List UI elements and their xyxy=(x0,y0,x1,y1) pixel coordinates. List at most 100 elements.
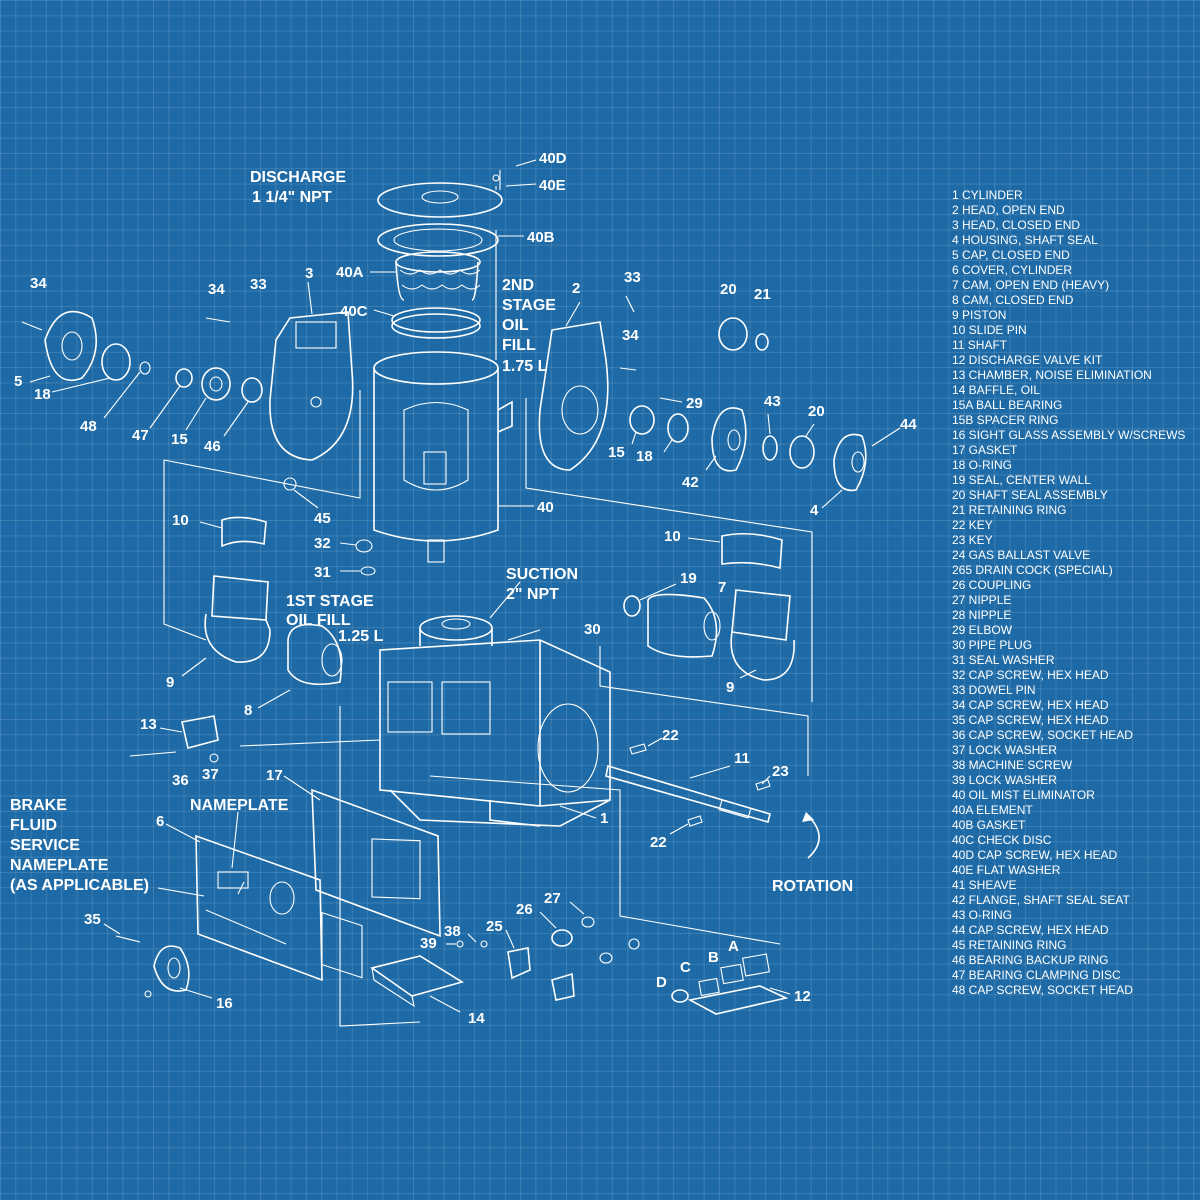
legend-item: 4 HOUSING, SHAFT SEAL xyxy=(952,233,1098,247)
legend-item: 27 NIPPLE xyxy=(952,593,1012,607)
callout-33-left: 33 xyxy=(250,276,267,293)
callout-8: 8 xyxy=(244,702,252,719)
callout-valve-b: B xyxy=(708,949,719,966)
callout-34-left: 34 xyxy=(30,275,47,292)
second-stage-label-2: STAGE xyxy=(502,297,556,314)
legend-item: 40C CHECK DISC xyxy=(952,833,1052,847)
legend-item: 48 CAP SCREW, SOCKET HEAD xyxy=(952,983,1133,997)
legend-item: 30 PIPE PLUG xyxy=(952,638,1033,652)
legend-item: 43 O-RING xyxy=(952,908,1013,922)
legend-item: 34 CAP SCREW, HEX HEAD xyxy=(952,698,1109,712)
callout-1: 1 xyxy=(600,810,608,827)
callout-36: 36 xyxy=(172,772,189,789)
rotation-label: ROTATION xyxy=(772,878,853,895)
callout-10-left: 10 xyxy=(172,512,189,529)
legend-item: 5 CAP, CLOSED END xyxy=(952,248,1070,262)
callout-20-lower: 20 xyxy=(808,403,825,420)
legend-item: 23 KEY xyxy=(952,533,993,547)
callout-33-right: 33 xyxy=(624,269,641,286)
first-stage-label-2: OIL FILL xyxy=(286,612,351,629)
discharge-label: DISCHARGE xyxy=(250,169,346,186)
legend-item: 10 SLIDE PIN xyxy=(952,323,1027,337)
pistons-and-cams-drawing xyxy=(129,477,795,763)
callout-valve-d: D xyxy=(656,974,667,991)
callout-10-right: 10 xyxy=(664,528,681,545)
callout-valve-a: A xyxy=(728,938,739,955)
callout-43: 43 xyxy=(764,393,781,410)
open-end-head-drawing xyxy=(538,295,867,492)
second-stage-label-3: OIL xyxy=(502,317,529,334)
brake-label-3: SERVICE xyxy=(10,837,80,854)
brake-label-2: FLUID xyxy=(10,817,57,834)
annotation-labels: DISCHARGE 1 1/4" NPT 2ND STAGE OIL FILL … xyxy=(10,169,853,895)
legend-item: 37 LOCK WASHER xyxy=(952,743,1057,757)
callout-40e: 40E xyxy=(539,177,566,194)
legend-item: 24 GAS BALLAST VALVE xyxy=(952,548,1091,562)
callout-17: 17 xyxy=(266,767,283,784)
part-callouts: 40D 40E 40B 40A 40C 40 34 5 18 48 47 15 … xyxy=(14,150,917,1027)
callout-6: 6 xyxy=(156,813,164,830)
legend-item: 26 COUPLING xyxy=(952,578,1032,592)
callout-16: 16 xyxy=(216,995,233,1012)
legend-item: 36 CAP SCREW, SOCKET HEAD xyxy=(952,728,1133,742)
legend-item: 38 MACHINE SCREW xyxy=(952,758,1073,772)
callout-18-right: 18 xyxy=(636,448,653,465)
legend-item: 2 HEAD, OPEN END xyxy=(952,203,1065,217)
legend-item: 21 RETAINING RING xyxy=(952,503,1067,517)
legend-item: 33 DOWEL PIN xyxy=(952,683,1036,697)
callout-11: 11 xyxy=(734,750,750,767)
leader-lines xyxy=(29,159,901,1027)
callout-34-mid: 34 xyxy=(208,281,225,298)
suction-label: SUCTION xyxy=(506,566,578,583)
legend-item: 44 CAP SCREW, HEX HEAD xyxy=(952,923,1109,937)
callout-14: 14 xyxy=(468,1010,485,1027)
second-stage-label-4: FILL xyxy=(502,337,536,354)
legend-item: 22 KEY xyxy=(952,518,993,532)
legend-item: 40B GASKET xyxy=(952,818,1026,832)
callout-39: 39 xyxy=(420,935,437,952)
legend-item: 40E FLAT WASHER xyxy=(952,863,1061,877)
callout-13: 13 xyxy=(140,716,157,733)
legend-item: 17 GASKET xyxy=(952,443,1018,457)
callout-44: 44 xyxy=(900,416,917,433)
callout-26: 26 xyxy=(516,901,533,918)
callout-37: 37 xyxy=(202,766,219,783)
cover-and-gasket-drawing xyxy=(115,788,441,998)
callout-46: 46 xyxy=(204,438,221,455)
legend-item: 13 CHAMBER, NOISE ELIMINATION xyxy=(952,368,1152,382)
brake-label-5: (AS APPLICABLE) xyxy=(10,877,149,894)
legend-item: 46 BEARING BACKUP RING xyxy=(952,953,1109,967)
legend-item: 15A BALL BEARING xyxy=(952,398,1063,412)
legend-item: 32 CAP SCREW, HEX HEAD xyxy=(952,668,1109,682)
first-stage-capacity: 1.25 L xyxy=(338,628,384,645)
legend-item: 41 SHEAVE xyxy=(952,878,1017,892)
legend-item: 31 SEAL WASHER xyxy=(952,653,1055,667)
callout-20-upper: 20 xyxy=(720,281,737,298)
discharge-size-label: 1 1/4" NPT xyxy=(252,189,332,206)
callout-30: 30 xyxy=(584,621,601,638)
callout-47: 47 xyxy=(132,427,149,444)
legend-item: 265 DRAIN COCK (SPECIAL) xyxy=(952,563,1113,577)
callout-45: 45 xyxy=(314,510,331,527)
callout-35: 35 xyxy=(84,911,101,928)
callout-7: 7 xyxy=(718,579,726,596)
second-stage-capacity: 1.75 L xyxy=(502,358,548,375)
callout-42: 42 xyxy=(682,474,699,491)
callout-21: 21 xyxy=(754,286,771,303)
brake-label-1: BRAKE xyxy=(10,797,67,814)
callout-40d: 40D xyxy=(539,150,567,167)
legend-item: 40A ELEMENT xyxy=(952,803,1033,817)
oil-mist-eliminator-drawing xyxy=(373,174,513,563)
legend-item: 40D CAP SCREW, HEX HEAD xyxy=(952,848,1118,862)
callout-15-right: 15 xyxy=(608,444,625,461)
legend-item: 18 O-RING xyxy=(952,458,1013,472)
callout-34-right: 34 xyxy=(622,327,639,344)
legend-item: 19 SEAL, CENTER WALL xyxy=(952,473,1091,487)
callout-31: 31 xyxy=(314,564,331,581)
callout-40a: 40A xyxy=(336,264,364,281)
legend-item: 28 NIPPLE xyxy=(952,608,1012,622)
legend-item: 15B SPACER RING xyxy=(952,413,1059,427)
